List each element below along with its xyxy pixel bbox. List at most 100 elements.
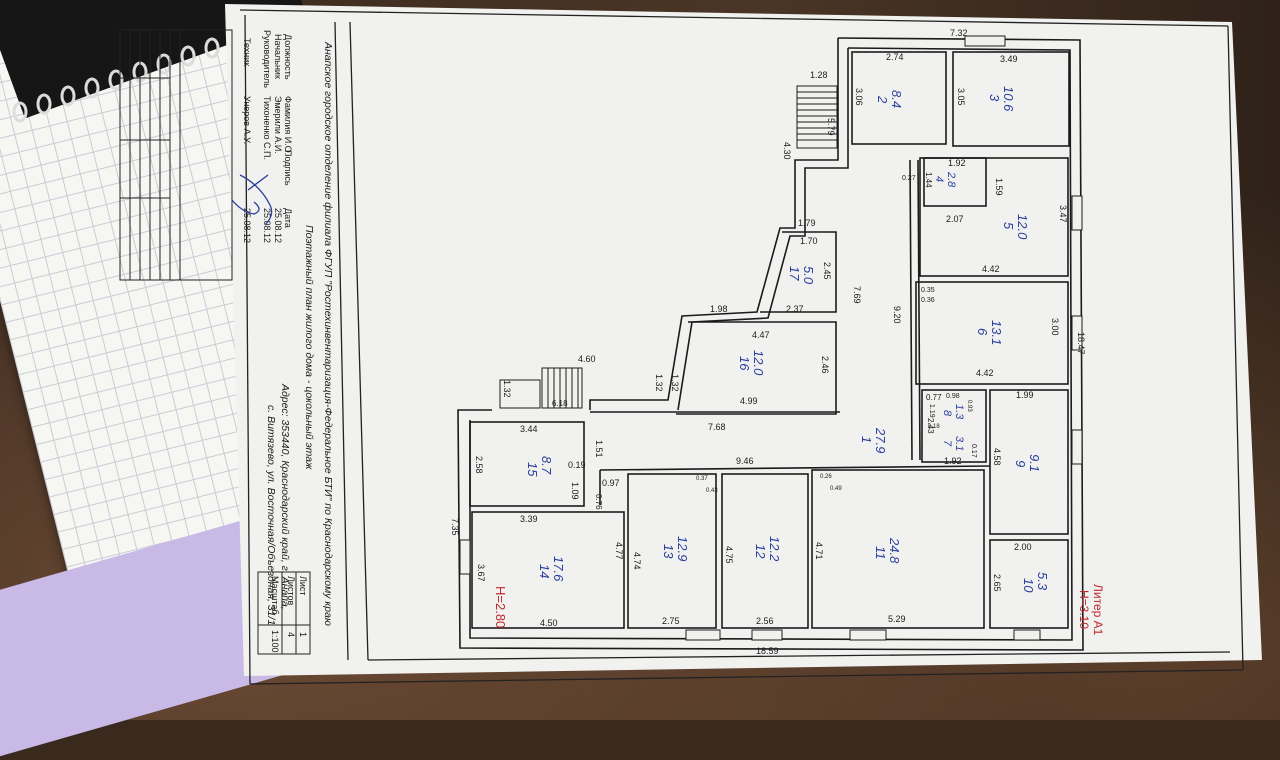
room-6-num: 6 [975,328,990,336]
windows [459,35,1083,641]
dim-3-05: 3.05 [956,88,966,106]
dim-2-75: 2.75 [662,616,680,626]
dim-1-32b: 1.32 [654,374,664,392]
room-14-num: 14 [537,564,552,578]
floor-plan: Анапское городское отделение филиала ФГУ… [119,9,1244,685]
room-15-num: 15 [525,462,540,477]
scale-value: 1:100 [270,630,280,653]
row-1-date: 25.08.12 [273,208,283,243]
dim-0-26: 0.26 [820,474,832,480]
dim-1-09: 1.09 [570,482,580,500]
dim-0-36: 0.36 [921,297,935,304]
room-11-num: 11 [873,546,888,560]
dim-0-76: 0.76 [594,494,603,510]
sheets-value: 4 [286,632,296,637]
row-2-position: Руководитель [262,30,272,88]
room-10-area: 5.3 [1035,572,1050,591]
dim-7-68: 7.68 [708,422,726,432]
row-3-date: 25.08.12 [242,208,252,243]
room-17-area: 5.0 [801,266,816,285]
room-5-area: 12.0 [1015,214,1030,240]
room-13-area: 12.9 [675,536,690,561]
row-1-position: Начальник [273,34,283,79]
room-17-num: 17 [787,266,802,281]
dim-0-43: 0.43 [706,488,718,494]
litera-name: Литер А1 [1091,584,1105,636]
dim-3-47: 3.47 [1058,205,1068,223]
room-7-num: 7 [941,440,953,447]
dim-3-39: 3.39 [520,514,538,524]
room-9-area: 9.1 [1027,454,1042,472]
dim-3-00: 3.00 [1050,318,1060,336]
room-2-num: 2 [875,95,890,104]
row-3-name: Унеров А.У. [242,96,252,144]
dim-5-29: 5.29 [888,614,906,624]
room-12-area: 12.2 [767,536,782,562]
row-1-name: Эмерили А.И. [273,96,283,154]
dim-3-67: 3.67 [476,564,486,582]
dim-2-07: 2.07 [946,214,964,224]
dim-4-99: 4.99 [740,396,758,406]
room-1-num: 1 [859,436,874,443]
dim-7-32: 7.32 [950,28,968,38]
org-title: Анапское городское отделение филиала ФГУ… [322,41,334,626]
dim-1-19: 1.19 [928,404,935,418]
dim-0-37: 0.37 [696,476,708,482]
address-line-1: Адрес: 353440, Краснодарский край, г. Ан… [279,383,291,610]
room-6-area: 13.1 [989,320,1004,345]
address-line-2: с. Витязево, ул. Восточная/Объездная, 31… [265,405,277,625]
dim-4-77: 4.77 [614,542,624,560]
dim-2-58: 2.58 [474,456,484,474]
room-8-area: 1.3 [953,404,965,420]
dim-4-50: 4.50 [540,618,558,628]
dim-0-77: 0.77 [926,393,942,402]
dim-4-74: 4.74 [632,552,642,570]
dim-6-18: 6.18 [552,399,568,408]
dim-4-60: 4.60 [578,354,596,364]
title-block [119,29,233,281]
signatures [231,174,273,226]
dim-3-44: 3.44 [520,424,538,434]
sheet-value: 1 [298,632,308,637]
dim-0-19: 0.19 [568,460,586,470]
col-date: Дата [283,208,293,228]
room-9-num: 9 [1013,460,1028,467]
room-5-num: 5 [1001,222,1016,230]
dim-2-56: 2.56 [756,616,774,626]
sheet-label: Лист [298,576,308,596]
room-12-num: 12 [753,544,768,559]
col-sign: Подпись [283,150,293,186]
plan-title: Поэтажный план жилого дома - цокольный э… [303,225,315,470]
dim-0-17: 0.17 [970,444,977,458]
dim-4-47: 4.47 [752,330,770,340]
dim-0-97: 0.97 [602,478,620,488]
litera-height: Н=3.10 [1077,590,1091,629]
notebook-spiral [12,37,220,123]
dim-4-30: 4.30 [782,142,792,160]
col-position: Должность [283,34,293,80]
room-1-area: 27.9 [873,427,888,453]
dim-1-98: 1.98 [710,304,728,314]
dim-1-59: 1.59 [994,178,1004,196]
dim-4-58: 4.58 [992,448,1002,466]
room-10-num: 10 [1021,578,1036,593]
dim-18-47: 18.47 [1076,332,1086,355]
sheet-table [257,571,311,655]
dim-9-46: 9.46 [736,456,754,466]
room-16-num: 16 [737,356,752,371]
dim-0-49: 0.49 [830,486,842,492]
dim-2-37: 2.37 [786,304,804,314]
dim-3-49: 3.49 [1000,54,1018,64]
dim-0-98: 0.98 [946,393,960,400]
dim-2-74: 2.74 [886,52,904,62]
dim-7-69: 7.69 [852,286,862,304]
room-16-area: 12.0 [751,350,766,376]
basement-height: Н=2.80 [493,586,508,628]
dim-2-43: 2.43 [926,418,935,434]
sheets-label: Листов [286,576,296,605]
dim-0-35: 0.35 [921,287,935,294]
dim-2-46: 2.46 [820,356,830,374]
dim-5-79: 5.79 [826,118,836,136]
room-13-num: 13 [661,544,676,559]
stairs [499,85,838,409]
